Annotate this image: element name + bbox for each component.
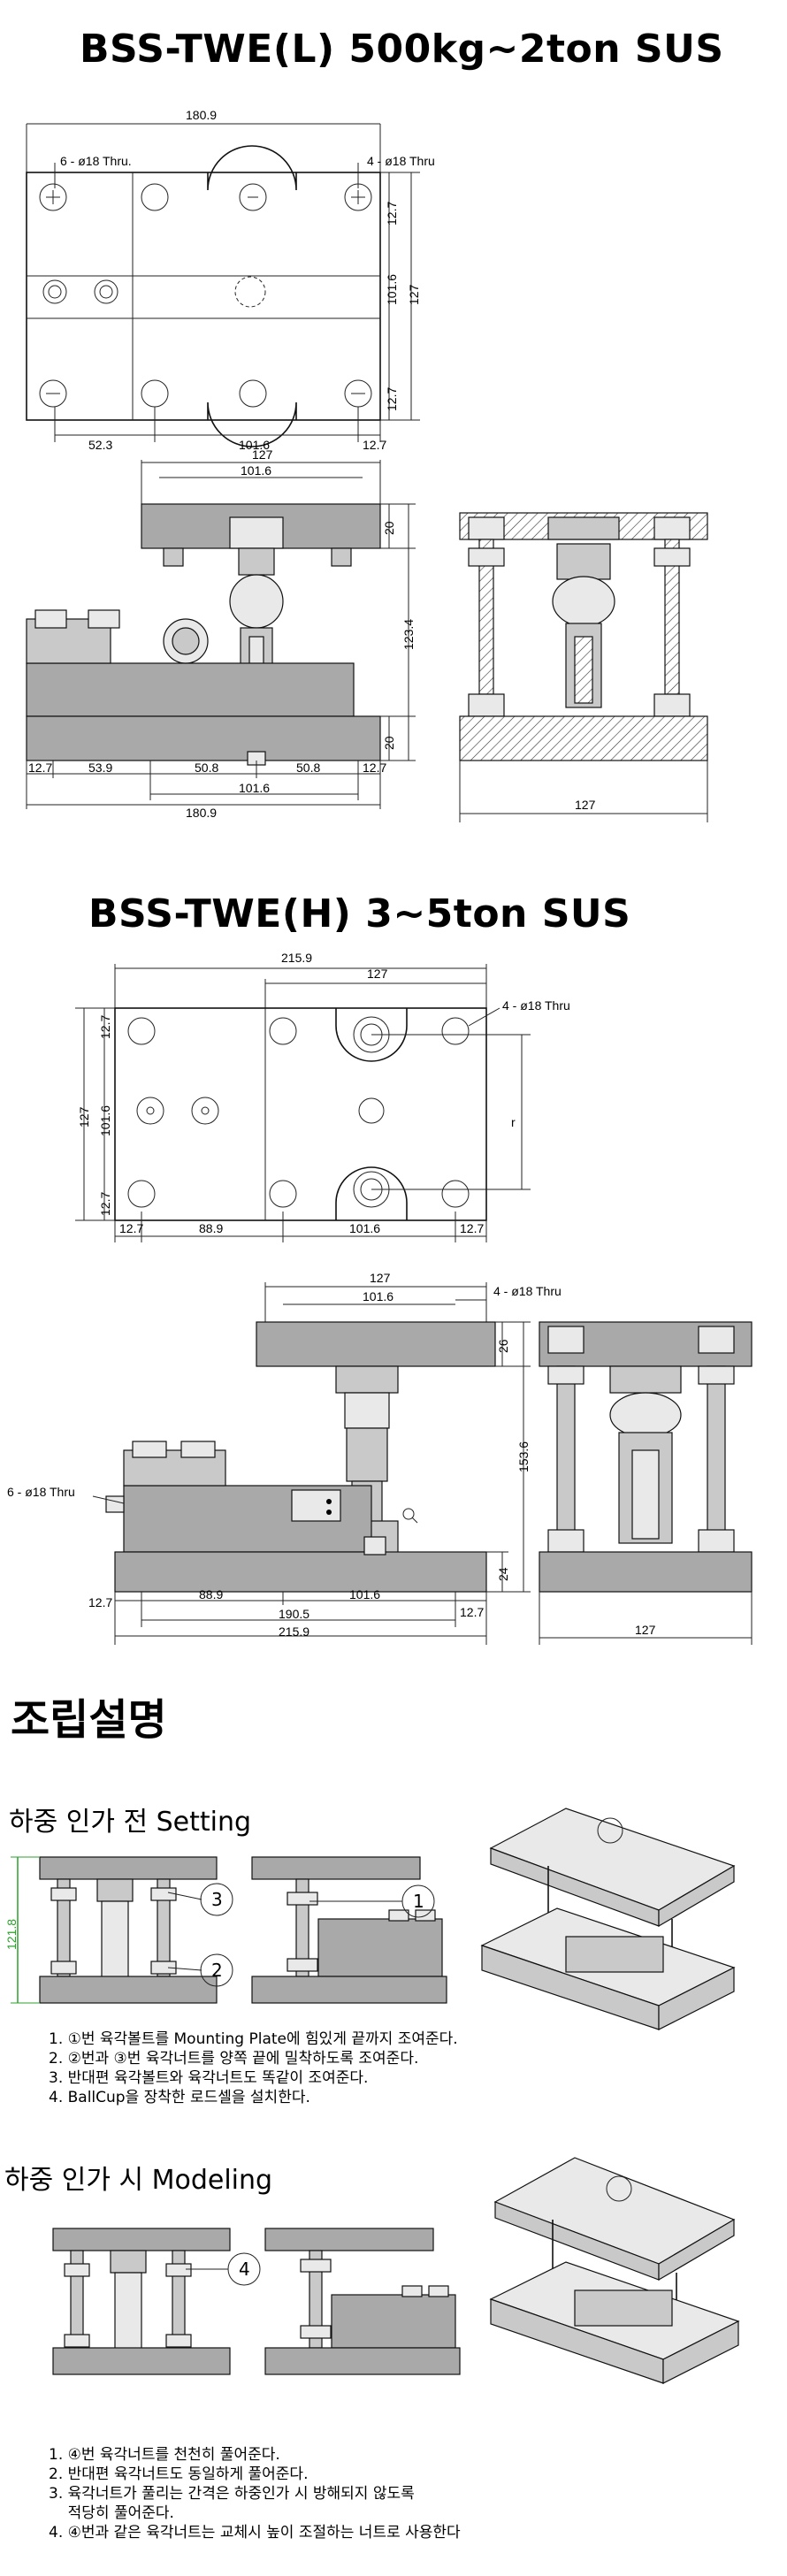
modeling-heading: 하중 인가 시 Modeling xyxy=(4,2165,273,2196)
modeling-step-3: 3. 육각너트가 풀리는 간격은 하중인가 시 방해되지 않도록 xyxy=(49,2485,415,2503)
s2-front-bottom-3: 101.6 xyxy=(349,1587,381,1601)
modeling-steps: 1. ④번 육각너트를 천천히 풀어준다. 2. 반대편 육각너트도 동일하게 … xyxy=(49,2445,461,2542)
s2-side-bottom: 127 xyxy=(635,1623,656,1637)
s2-top-mark-r: r xyxy=(511,1115,516,1129)
modeling-drawings xyxy=(52,2157,740,2384)
setting-heading: 하중 인가 전 Setting xyxy=(9,1807,252,1838)
s1-top-width: 180.9 xyxy=(186,108,218,122)
setting-step-3: 3. 반대편 육각볼트와 육각너트도 똑같이 조여준다. xyxy=(49,2069,369,2087)
section2-side-view xyxy=(539,1321,753,1645)
setting-drawings xyxy=(11,1808,736,2030)
s1-front-bottom-7: 180.9 xyxy=(186,806,218,820)
s2-front-bottom-6: 215.9 xyxy=(279,1624,310,1639)
s1-top-holes-left: 6 - ø18 Thru. xyxy=(60,154,132,168)
callout-2: 2 xyxy=(211,1960,223,1981)
section1-top-view xyxy=(26,123,420,447)
s1-front-bottom-1: 12.7 xyxy=(28,761,53,775)
s1-top-bottom-dim-2: 101.6 xyxy=(239,438,271,452)
s1-front-bottom-2: 53.9 xyxy=(88,761,113,775)
s1-top-bottom-dim-3: 12.7 xyxy=(363,438,387,452)
section2-front-view xyxy=(92,1282,531,1645)
s2-front-bottom-5: 190.5 xyxy=(279,1607,310,1621)
s2-top-holes-right: 4 - ø18 Thru xyxy=(502,998,570,1013)
callout-1: 1 xyxy=(413,1891,424,1912)
modeling-step-4: 4. ④번과 같은 육각너트는 교체시 높이 조절하는 너트로 사용한다 xyxy=(49,2524,461,2542)
callout-4: 4 xyxy=(239,2259,250,2280)
s2-front-holes-top: 4 - ø18 Thru xyxy=(493,1284,562,1298)
s2-front-bottom-4: 12.7 xyxy=(460,1605,485,1619)
section1-title: BSS-TWE(L) 500kg~2ton SUS xyxy=(80,27,724,72)
s2-top-bottom-2: 88.9 xyxy=(199,1221,224,1235)
section1-side-view xyxy=(459,512,708,822)
s1-side-bottom: 127 xyxy=(575,798,596,812)
s1-front-top-1: 127 xyxy=(252,447,273,462)
s1-front-bottom-5: 12.7 xyxy=(363,761,387,775)
setting-steps: 1. ①번 육각볼트를 Mounting Plate에 힘있게 끝까지 조여준다… xyxy=(49,2029,458,2107)
modeling-step-1: 1. ④번 육각너트를 천천히 풀어준다. xyxy=(49,2446,280,2464)
s2-front-bottom-1: 12.7 xyxy=(88,1595,113,1609)
modeling-step-2: 2. 반대편 육각너트도 동일하게 풀어준다. xyxy=(49,2465,309,2483)
s2-top-bottom-1: 12.7 xyxy=(119,1221,144,1235)
s1-front-top-2: 101.6 xyxy=(241,463,272,478)
s2-top-bottom-4: 12.7 xyxy=(460,1221,485,1235)
s1-front-bottom-6: 101.6 xyxy=(239,781,271,795)
setting-step-1: 1. ①번 육각볼트를 Mounting Plate에 힘있게 끝까지 조여준다… xyxy=(49,2030,458,2048)
section2-title: BSS-TWE(H) 3~5ton SUS xyxy=(88,891,631,936)
assembly-title: 조립설명 xyxy=(11,1695,167,1745)
setting-step-2: 2. ②번과 ③번 육각너트를 양쪽 끝에 밀착하도록 조여준다. xyxy=(49,2050,419,2068)
s1-top-holes-right: 4 - ø18 Thru xyxy=(367,154,435,168)
modeling-step-3-cont: 적당히 풀어준다. xyxy=(49,2504,174,2522)
s1-front-bottom-4: 50.8 xyxy=(296,761,321,775)
section2-top-view xyxy=(75,964,531,1242)
s1-front-bottom-3: 50.8 xyxy=(195,761,219,775)
s2-top-width-inner: 127 xyxy=(367,967,388,981)
s1-top-bottom-dim-1: 52.3 xyxy=(88,438,113,452)
s2-front-holes-left: 6 - ø18 Thru xyxy=(7,1485,75,1499)
s2-front-bottom-2: 88.9 xyxy=(199,1587,224,1601)
s2-front-top-2: 101.6 xyxy=(363,1289,394,1303)
s2-top-bottom-3: 101.6 xyxy=(349,1221,381,1235)
setting-step-4: 4. BallCup을 장착한 로드셀을 설치한다. xyxy=(49,2089,310,2106)
s2-front-top-1: 127 xyxy=(370,1271,391,1285)
section1-front-view xyxy=(26,460,416,809)
callout-3: 3 xyxy=(211,1889,223,1910)
s2-top-width: 215.9 xyxy=(281,951,313,965)
